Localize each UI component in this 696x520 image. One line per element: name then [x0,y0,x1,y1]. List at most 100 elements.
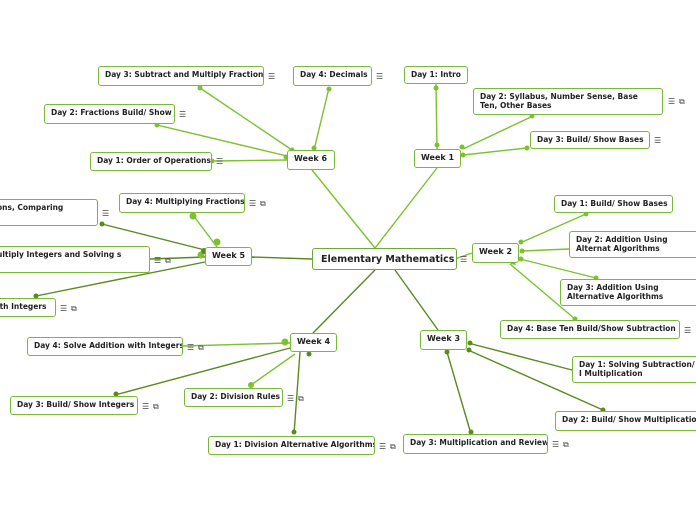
notes-icon[interactable]: ☰ [460,255,468,264]
link-icon[interactable]: ⧉ [679,97,685,106]
week-5-day-2[interactable]: ultiply Integers and Solving s [0,246,150,273]
connector-line [467,342,573,371]
connector-line [250,353,296,386]
week-4-day-4[interactable]: Day 4: Solve Addition with Integers [27,337,183,356]
connector-dot [524,145,530,151]
connector-dot [311,145,317,151]
notes-icon[interactable]: ☰ [654,136,662,145]
week-2-day-3[interactable]: Day 3: Addition Using Alternative Algori… [560,279,696,306]
notes-icon[interactable]: ☰ [552,440,560,449]
central-topic-label: Elementary Mathematics [321,254,455,265]
week-6-day-3[interactable]: Day 3: Subtract and Multiply Fractions [98,66,264,86]
week-3-node[interactable]: Week 3 [420,330,467,350]
connector-dot [189,212,197,220]
link-icon[interactable]: ⧉ [71,304,77,313]
connector-line [519,213,587,244]
connector-dot [468,429,474,435]
notes-icon[interactable]: ☰ [102,209,110,218]
connector-dot [444,349,450,355]
connector-dot [306,351,312,357]
week-1-day-2[interactable]: Day 2: Syllabus, Number Sense, Base Ten,… [473,88,663,115]
week-2-node[interactable]: Week 2 [472,243,519,263]
week-6-day-1[interactable]: Day 1: Order of Operations [90,152,212,171]
notes-icon[interactable]: ☰ [379,442,387,451]
notes-icon[interactable]: ☰ [60,304,68,313]
week-1-day-3[interactable]: Day 3: Build/ Show Bases [530,131,650,149]
week-3-day-1[interactable]: Day 1: Solving Subtraction/ I Multiplica… [572,356,696,383]
week-2-day-4-label: Day 4: Base Ten Build/Show Subtraction [507,324,676,333]
notes-icon[interactable]: ☰ [684,326,692,335]
notes-icon[interactable]: ☰ [268,72,276,81]
week-6-label: Week 6 [294,154,328,163]
connector-dot [326,86,332,92]
notes-icon[interactable]: ☰ [216,157,224,166]
week-4-day-1[interactable]: Day 1: Division Alternative Algorithms [208,436,375,455]
connector-dot [291,429,297,435]
notes-icon[interactable]: ☰ [187,343,195,352]
week-4-label: Week 4 [297,337,331,346]
link-icon[interactable]: ⧉ [390,442,396,451]
connector-line [211,159,288,162]
week-4-day-2-label: Day 2: Division Rules [191,392,281,401]
notes-icon[interactable]: ☰ [249,199,257,208]
connector-dot [113,391,119,397]
connector-dot [248,382,254,388]
week-3-day-2[interactable]: Day 2: Build/ Show Multiplication [555,411,696,431]
week-2-day-1-label: Day 1: Build/ Show Bases [561,199,668,208]
week-6-day-2-label: Day 2: Fractions Build/ Show [51,108,172,117]
connector-dot [518,256,524,262]
connector-dot [459,144,465,150]
week-4-day-2[interactable]: Day 2: Division Rules [184,388,283,407]
connector-dot [99,221,105,227]
link-icon[interactable]: ⧉ [563,440,569,449]
week-5-day-3[interactable]: ith Integers [0,298,56,317]
week-1-day-1-label: Day 1: Intro [411,70,461,79]
week-4-node[interactable]: Week 4 [290,333,337,352]
link-icon[interactable]: ⧉ [153,402,159,411]
week-5-day-1[interactable]: ons, Comparing [0,199,98,226]
notes-icon[interactable]: ☰ [179,110,187,119]
week-1-day-2-label: Day 2: Syllabus, Number Sense, Base Ten,… [480,92,638,110]
week-3-day-3-label: Day 3: Multiplication and Review [410,438,548,447]
week-6-day-4-label: Day 4: Decimals [300,70,368,79]
week-5-day-1-label: ons, Comparing [0,203,64,212]
week-2-day-2[interactable]: Day 2: Addition Using Alternat Algorithm… [569,231,696,258]
week-4-day-1-label: Day 1: Division Alternative Algorithms [215,440,375,449]
week-3-day-1-label: Day 1: Solving Subtraction/ I Multiplica… [579,360,695,378]
week-2-day-4[interactable]: Day 4: Base Ten Build/Show Subtraction [500,320,680,339]
week-4-day-3-label: Day 3: Build/ Show Integers [17,400,135,409]
week-5-day-3-label: ith Integers [0,302,47,311]
connector-dot [518,239,524,245]
week-2-day-1[interactable]: Day 1: Build/ Show Bases [554,195,673,213]
notes-icon[interactable]: ☰ [154,256,162,265]
notes-icon[interactable]: ☰ [287,394,295,403]
week-6-day-2[interactable]: Day 2: Fractions Build/ Show [44,104,175,124]
week-4-day-3[interactable]: Day 3: Build/ Show Integers [10,396,138,415]
week-1-day-3-label: Day 3: Build/ Show Bases [537,135,644,144]
week-1-node[interactable]: Week 1 [414,149,461,168]
link-icon[interactable]: ⧉ [298,394,304,403]
connector-line [462,115,534,150]
connector-dot [197,85,203,91]
week-6-node[interactable]: Week 6 [287,150,335,170]
week-4-day-4-label: Day 4: Solve Addition with Integers [34,341,183,350]
week-1-day-1[interactable]: Day 1: Intro [404,66,468,84]
central-topic[interactable]: Elementary Mathematics [312,248,457,270]
week-5-day-4[interactable]: Day 4: Multiplying Fractions [119,193,245,213]
notes-icon[interactable]: ☰ [142,402,150,411]
connector-line [311,169,376,249]
week-3-day-3[interactable]: Day 3: Multiplication and Review [403,434,548,454]
link-icon[interactable]: ⧉ [198,343,204,352]
link-icon[interactable]: ⧉ [165,256,171,265]
connector-line [394,269,439,331]
connector-line [509,263,576,320]
connector-line [251,256,313,260]
connector-line [35,261,206,297]
link-icon[interactable]: ⧉ [260,199,266,208]
week-3-day-2-label: Day 2: Build/ Show Multiplication [562,415,696,424]
week-6-day-4[interactable]: Day 4: Decimals [293,66,372,86]
notes-icon[interactable]: ☰ [376,72,384,81]
week-5-node[interactable]: Week 5 [205,247,252,266]
notes-icon[interactable]: ☰ [668,97,676,106]
